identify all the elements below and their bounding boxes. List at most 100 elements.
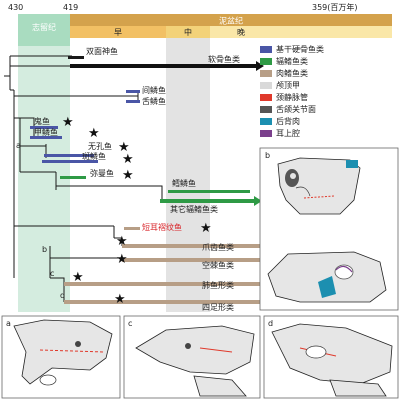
epoch-middle [166, 26, 210, 38]
taxon-onychodont: 爪齿鱼类 [202, 242, 234, 252]
taxon-tetrapodomorph: 四足形类 [202, 302, 234, 312]
legend-label-skullroof: 颅顶甲 [276, 80, 300, 90]
bar-xuelin [168, 190, 250, 193]
bar-miman [60, 176, 86, 179]
panel-b-jugular [303, 195, 335, 199]
panel-d-skull [271, 323, 393, 385]
legend-swatch-actino [260, 58, 272, 65]
legend-swatch-skullroof [260, 82, 272, 89]
legend: 基干硬骨鱼类 辐鳍鱼类 肉鳍鱼类 颅顶甲 颈静脉管 舌颌关节面 后背肉 耳上腔 [260, 44, 324, 138]
arrow-other-actino [254, 196, 262, 206]
bar-jianlin [126, 90, 140, 93]
taxon-xuelin: 鳕鳞鱼 [172, 178, 196, 188]
taxon-other-actino: 其它辐鳍鱼类 [170, 204, 218, 214]
taxon-shuangmian: 双面神鱼 [86, 46, 118, 56]
panel-b-posterior-lateral [318, 276, 336, 298]
phylogeny-tree [4, 55, 163, 302]
taxon-ban: 斑鳞鱼 [82, 151, 106, 161]
period-silurian-label: 志留纪 [32, 22, 56, 32]
legend-label-actino: 辐鳍鱼类 [276, 56, 308, 66]
panel-d-label: d [268, 319, 273, 328]
bar-chondrichthyes [70, 64, 256, 68]
legend-label-posterior: 后背肉 [276, 116, 300, 126]
legend-label-basal: 基干硬骨鱼类 [276, 44, 324, 54]
node-label-a: a [16, 141, 21, 150]
panel-a-jugular [39, 349, 105, 353]
node-label-d: d [60, 291, 65, 300]
star-wukong: ★ [118, 140, 130, 155]
branch-gui [20, 117, 35, 124]
taxon-labels: 双面神鱼 软骨鱼类 间鳞鱼 舌鳞鱼 鬼鱼 甲鳞鱼 无孔鱼 斑鳞鱼 弥曼鱼 鳕鳞鱼… [34, 46, 240, 312]
taxon-duaner: 短耳褶纹鱼 [142, 222, 182, 232]
legend-swatch-posterior [260, 118, 272, 125]
legend-swatch-jugular [260, 94, 272, 101]
taxon-wukong: 无孔鱼 [88, 141, 112, 151]
star-gui: ★ [62, 115, 74, 130]
bar-onychodont [122, 244, 262, 248]
panel-b-skull-top [277, 157, 361, 215]
taxon-jia: 甲鳞鱼 [34, 127, 58, 137]
bar-coelacanth [122, 258, 262, 262]
star-node-c: ★ [72, 270, 84, 285]
legend-swatch-supraotic [260, 130, 272, 137]
panel-b-supraotic [335, 265, 353, 273]
branch-onychodont [114, 237, 123, 246]
timescale: 430 419 359(百万年) 志留纪 泥盆纪 早 中 晚 [8, 2, 392, 312]
star-duaner: ★ [200, 221, 212, 236]
legend-swatch-basal [260, 46, 272, 53]
legend-swatch-hyomandibular [260, 106, 272, 113]
legend-label-jugular: 颈静脉管 [276, 92, 308, 102]
period-devonian-label: 泥盆纪 [219, 16, 243, 26]
panel-c-jugular [199, 347, 233, 353]
bar-ban [42, 160, 98, 163]
panel-c-skull [135, 325, 255, 375]
legend-label-supraotic: 耳上腔 [276, 128, 300, 138]
tick-label-430: 430 [8, 3, 23, 12]
arrow-chondrichthyes [256, 61, 264, 71]
branch-xuelin [56, 185, 163, 190]
panel-c: c [123, 315, 261, 399]
node-label-b: b [42, 245, 47, 254]
bar-jia [30, 136, 62, 139]
epoch-late-label: 晚 [237, 27, 245, 37]
star-jia: ★ [88, 126, 100, 141]
taxon-miman: 弥曼鱼 [90, 168, 114, 178]
bar-shelin [126, 100, 140, 103]
panel-b-label: b [265, 151, 270, 160]
epoch-early [70, 26, 166, 38]
panel-a: a [1, 315, 121, 399]
panel-d: d [263, 315, 399, 399]
star-ban: ★ [122, 152, 134, 167]
node-labels: a b c d [16, 141, 65, 300]
legend-swatch-sarco [260, 70, 272, 77]
middle-devonian-column [166, 38, 210, 312]
panel-a-skull [13, 319, 113, 385]
tick-label-359: 359(百万年) [312, 2, 358, 12]
taxon-jianlin: 间鳞鱼 [142, 85, 166, 95]
star-coelacanth: ★ [116, 252, 128, 267]
taxon-lungfish: 肺鱼形类 [202, 280, 234, 290]
bar-lungfish [64, 282, 262, 286]
star-node-b: ★ [116, 234, 128, 249]
tick-label-419: 419 [63, 3, 78, 12]
bar-tetrapodomorph [64, 300, 262, 304]
epoch-early-label: 早 [114, 28, 122, 37]
period-silurian [18, 14, 70, 46]
bar-wukong [44, 154, 94, 157]
panel-b: b [259, 147, 399, 311]
bar-gui [30, 126, 58, 129]
panel-a-label: a [6, 319, 11, 328]
panel-b-skull-lateral [267, 251, 387, 303]
bar-shuangmian [68, 56, 84, 59]
bar-other-actino [160, 199, 254, 203]
epoch-middle-label: 中 [184, 27, 192, 37]
taxon-gui: 鬼鱼 [34, 116, 50, 126]
legend-label-hyomandibular: 舌颌关节面 [276, 104, 316, 114]
legend-label-sarco: 肉鳍鱼类 [276, 68, 308, 78]
panel-c-label: c [128, 319, 132, 328]
stars: ★ ★ ★ ★ ★ ★ ★ ★ ★ ★ [62, 115, 212, 307]
star-node-d: ★ [114, 292, 126, 307]
taxon-shelin: 舌鳞鱼 [142, 96, 166, 106]
